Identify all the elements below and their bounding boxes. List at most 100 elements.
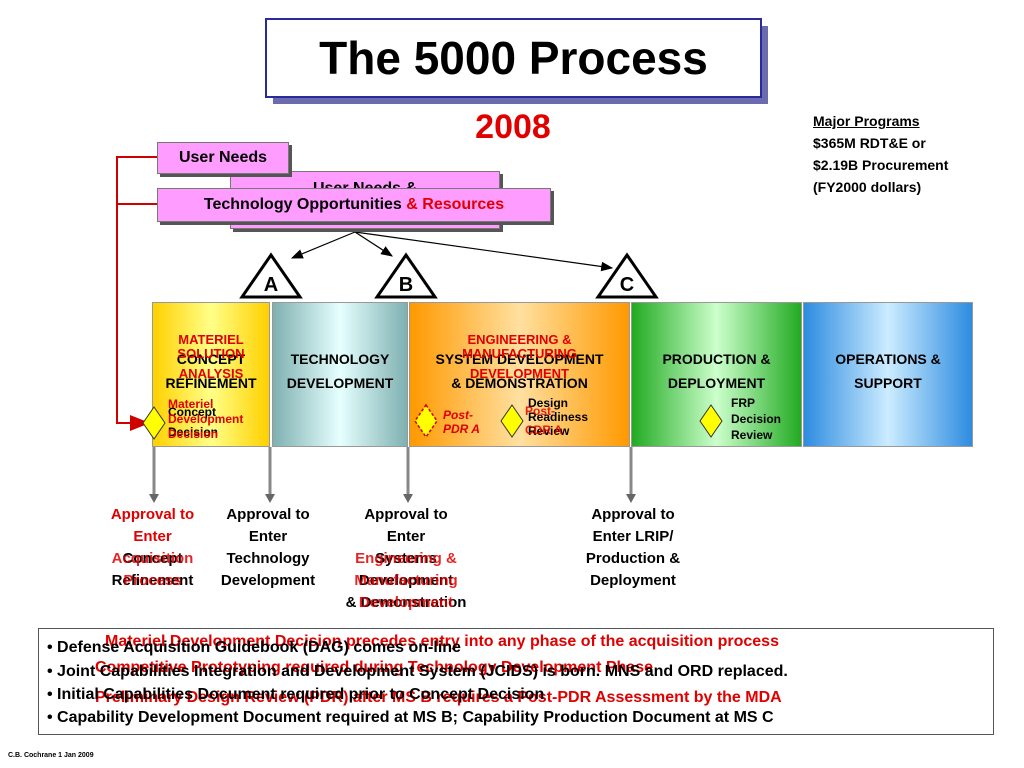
approval-arrowhead-2 [265,494,275,503]
approval-line: Development [358,594,454,611]
note-text: Initial Capabilities Document required p… [57,686,545,703]
label-line: Decision [168,427,219,441]
label-line: Development [168,412,244,426]
overlay-line: DEVELOPMENT [470,366,569,381]
label-line: Post- [443,408,473,422]
approval-acquisition-process-overlay: Acquisition Process [90,548,215,592]
approval-line: Enter LRIP/ [592,528,674,545]
major-programs-heading: Major Programs [813,113,920,129]
label-line: Readiness [528,410,589,424]
approval-line: Approval to [364,506,448,523]
phase-line: CONCEPT [176,351,246,367]
approval-line: Concept [122,550,183,567]
approval-line: Deployment [590,572,676,589]
label-line: Materiel [168,397,214,411]
phase-title: TECHNOLOGY DEVELOPMENT [273,347,407,395]
label-line: Design [528,396,569,410]
note-1: • Defense Acquisition Guidebook (DAG) co… [47,639,461,656]
phase-technology-development: TECHNOLOGY DEVELOPMENT [272,302,408,447]
label-line: CDR A [525,423,563,437]
approval-line: Development [220,572,316,589]
approval-production-deployment: Approval to Enter LRIP/ Production & Dep… [560,504,706,592]
arrow-to-a [290,231,356,259]
overlay-line: ANALYSIS [178,366,244,381]
milestone-a-triangle [239,252,303,299]
approval-line: Technology [226,550,310,567]
technology-opportunities-box: Technology Opportunities & Resources [157,188,551,222]
post-pdr-diamond [414,403,438,439]
materiel-development-decision-label: Materiel Development Decision [168,397,243,441]
phase-line: TECHNOLOGY [290,351,390,367]
approval-line: Manufacturing [354,572,458,589]
tech-opp-text: Technology Opportunities [203,196,402,213]
approval-line: Process [123,572,182,589]
phase-line: & DEMONSTRATION [451,375,588,391]
approval-line: Approval to [591,506,675,523]
note-text: Defense Acquisition Guidebook (DAG) come… [57,639,461,656]
approval-line: Production & [585,550,681,567]
footer-credit: C.B. Cochrane 1 Jan 2009 [8,752,94,759]
phase-line: OPERATIONS & [835,351,941,367]
approval-line: & Demonstration [345,594,467,611]
note-3: • Initial Capabilities Document required… [47,686,545,703]
approval-arrowhead-3 [403,494,413,503]
approval-concept-refinement: Approval to Enter Concept Refinement [90,504,215,592]
user-needs-box: User Needs [157,142,289,174]
label-line: Decision [168,425,219,439]
label-line: PDR A [443,422,480,436]
approval-line: Approval to [110,506,195,523]
frp-decision-review-label: FRP Decision Review [731,395,781,443]
note-text: Joint Capabilities Integration and Devel… [57,663,788,680]
page-title: The 5000 Process [265,18,762,98]
milestone-c-label: C [619,274,635,296]
major-programs-line: (FY2000 dollars) [813,179,922,195]
phase-operations-support: OPERATIONS & SUPPORT [803,302,973,447]
approval-arrowhead-1 [149,494,159,503]
overlay-line: ENGINEERING & [467,332,572,347]
approval-line: Acquisition [111,550,194,567]
approval-line: Refinement [111,572,194,589]
phase-title: OPERATIONS & SUPPORT [804,347,972,395]
note-red-3: Preliminary Design Review (PDR) after MS… [95,689,782,706]
overlay-line: SOLUTION [177,346,245,361]
major-programs-line: $2.19B Procurement [813,157,949,173]
phase-line: PRODUCTION & [662,351,771,367]
milestone-b-triangle [374,252,438,299]
milestone-c-triangle [595,252,659,299]
approval-line: Enter [386,528,426,545]
overlay-line: MANUFACTURING [462,346,577,361]
phase-overlay: MATERIEL SOLUTION ANALYSIS [153,333,269,381]
approval-line: Approval to [226,506,310,523]
phase-title: CONCEPT REFINEMENT [153,347,269,395]
design-readiness-diamond [500,404,524,438]
major-programs-line: $365M RDT&E or [813,135,926,151]
approval-line: Systems [375,550,437,567]
feedback-line [116,156,157,431]
phase-line: DEPLOYMENT [667,375,766,391]
approval-line: Engineering & [355,550,457,567]
tech-opp-resources: & Resources [406,196,505,213]
year-label: 2008 [475,108,551,146]
note-text: Capability Development Document required… [57,709,774,726]
label-line: Decision [731,412,782,426]
phase-title: PRODUCTION & DEPLOYMENT [632,347,801,395]
note-red-2: Competitive Prototyping required during … [95,659,653,676]
approval-technology-development: Approval to Enter Technology Development [205,504,331,592]
approval-line: Enter [133,528,172,545]
arrow-to-c [354,231,614,272]
approval-line: Development [358,572,454,589]
label-line: Review [731,428,773,442]
post-cdr-label: Post- CDR A [525,404,563,437]
concept-decision-label: Concept Decision [168,405,218,439]
phase-line: SUPPORT [854,375,922,391]
label-line: Concept [168,405,216,419]
frp-decision-diamond [699,404,723,438]
approval-emd-overlay: Engineering & Manufacturing Development [328,548,484,614]
phase-line: DEVELOPMENT [286,375,394,391]
label-line: Post- [525,404,555,418]
overlay-line: MATERIEL [178,332,244,347]
label-line: Review [528,424,570,438]
phase-title: SYSTEM DEVELOPMENT & DEMONSTRATION [410,347,629,395]
phase-concept-refinement: CONCEPT REFINEMENT MATERIEL SOLUTION ANA… [152,302,270,447]
